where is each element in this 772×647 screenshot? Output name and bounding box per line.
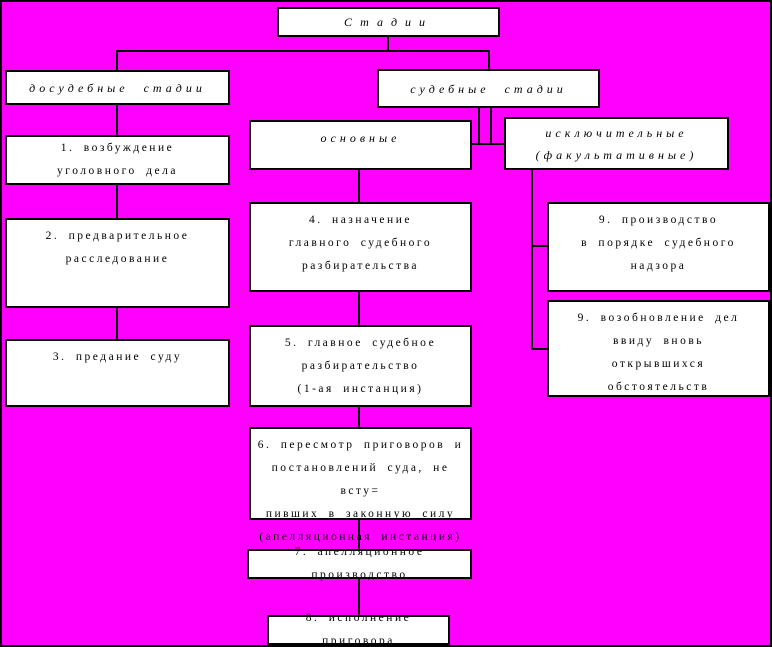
connector-s1-s2 <box>116 185 118 218</box>
box-stage-6: 6. пересмотр приговоров и постановлений … <box>249 427 472 543</box>
box-stage-8: 8. исполнение приговора <box>267 612 450 645</box>
connector-main-exceptional <box>472 143 504 145</box>
box-stage-1: 1. возбуждение уголовного дела <box>5 135 230 185</box>
stage-2-label: 2. предварительное расследование <box>45 230 190 265</box>
connector-exceptional-spine <box>531 170 533 350</box>
pretrial-stages-label: досудебные стадии <box>29 80 206 95</box>
connector-to-trial <box>488 50 490 69</box>
box-exceptional-group: исключительные (факультативные) <box>504 117 729 170</box>
connector-trial-drop-left <box>478 108 480 145</box>
connector-spine-s9b <box>531 348 547 350</box>
main-group-label: основные <box>320 131 401 145</box>
connector-pretrial-s1 <box>116 105 118 135</box>
connector-s4-s5 <box>358 292 360 325</box>
box-pretrial-stages: досудебные стадии <box>5 70 230 105</box>
stage-8-label: 8. исполнение приговора <box>305 612 412 647</box>
box-title: Стадии <box>277 7 500 37</box>
connector-title-down <box>387 36 389 51</box>
connector-s2-s3 <box>116 308 118 339</box>
box-stage-2: 2. предварительное расследование <box>5 218 230 308</box>
stage-1-label: 1. возбуждение уголовного дела <box>57 142 178 177</box>
stage-5-label: 5. главное судебное разбирательство (1-а… <box>284 337 437 395</box>
title-label: Стадии <box>343 15 434 29</box>
stage-9a-label: 9. производство в порядке судебного надз… <box>581 214 736 272</box>
connector-s5-s6 <box>358 407 360 427</box>
connector-top-horizontal <box>116 50 490 52</box>
stage-3-label: 3. предание суду <box>52 351 183 363</box>
connector-to-pretrial <box>116 50 118 70</box>
box-stage-5: 5. главное судебное разбирательство (1-а… <box>249 325 472 407</box>
stage-7-label: 7. апелляционное производство <box>294 546 425 581</box>
box-stage-3: 3. предание суду <box>5 339 230 407</box>
connector-s6-s7 <box>358 520 360 549</box>
box-stage-9a: 9. производство в порядке судебного надз… <box>547 202 770 292</box>
connector-trial-drop-right <box>490 108 492 145</box>
connector-s7-s8 <box>358 579 360 615</box>
box-stage-4: 4. назначение главного судебного разбира… <box>249 202 472 292</box>
trial-stages-label: судебные стадии <box>410 81 567 96</box>
stage-4-label: 4. назначение главного судебного разбира… <box>288 214 433 272</box>
stage-6-label: 6. пересмотр приговоров и постановлений … <box>257 439 464 543</box>
box-main-group: основные <box>249 120 472 170</box>
exceptional-group-label: исключительные (факультативные) <box>535 125 698 162</box>
connector-spine-s9a <box>531 245 547 247</box>
box-stage-9b: 9. возобновление дел ввиду вновь открывш… <box>547 300 770 397</box>
box-trial-stages: судебные стадии <box>377 69 600 108</box>
connector-main-s4 <box>358 170 360 202</box>
stage-9b-label: 9. возобновление дел ввиду вновь открывш… <box>577 312 740 393</box>
box-stage-7: 7. апелляционное производство <box>247 546 472 581</box>
